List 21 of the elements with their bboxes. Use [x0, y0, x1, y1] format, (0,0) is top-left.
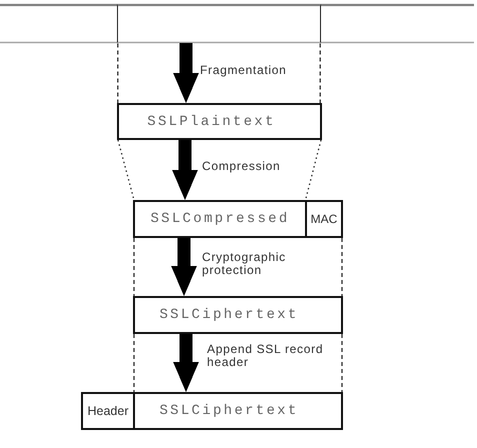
- record-box: [133, 392, 343, 430]
- field-label: MAC: [310, 212, 338, 226]
- block-arrow: [171, 238, 197, 296]
- mac-field: [305, 200, 343, 238]
- block-arrow: [173, 43, 199, 103]
- data-block: [117, 4, 321, 43]
- record-name: SSLCompressed: [150, 211, 290, 227]
- block-arrow: [172, 140, 198, 200]
- edge-label: Compression: [202, 160, 282, 173]
- record-box: [117, 103, 322, 140]
- field-label: Header: [88, 404, 128, 418]
- record-name: SSLPlaintext: [147, 114, 276, 130]
- edge-label: Fragmentation: [200, 64, 288, 77]
- edge-label: Append SSL record header: [207, 343, 324, 369]
- edge-label: Cryptographic protection: [202, 251, 287, 277]
- header-field: [81, 392, 135, 430]
- record-box: [133, 296, 343, 334]
- record-name: SSLCiphertext: [159, 307, 299, 323]
- block-arrow: [173, 334, 199, 392]
- record-name: SSLCiphertext: [159, 403, 299, 419]
- record-box: [133, 200, 307, 238]
